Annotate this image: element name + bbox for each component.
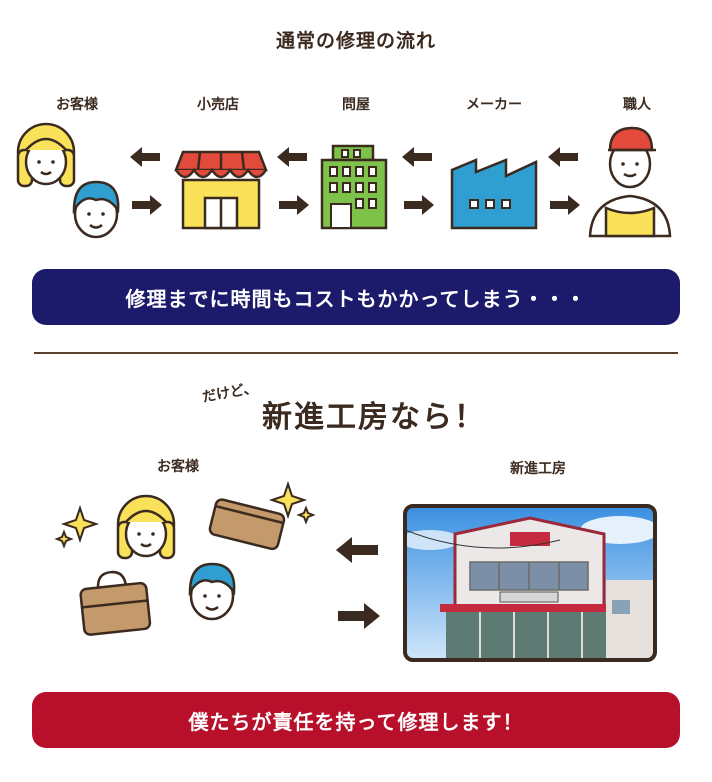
arrow-left-icon — [548, 147, 578, 167]
but-note: だけど、 — [201, 380, 259, 406]
arrow-left-icon — [402, 147, 432, 167]
flow-illustration — [16, 122, 672, 239]
arrow-right-icon — [338, 603, 380, 629]
label-wholesaler: 問屋 — [342, 97, 370, 113]
factory-icon — [450, 158, 538, 230]
wallet-icon — [208, 498, 286, 551]
direct-flow-illustration — [54, 480, 657, 662]
label-customer: お客様 — [56, 97, 98, 113]
arrow-right-icon — [404, 195, 434, 215]
section-divider — [34, 352, 678, 354]
arrow-right-icon — [279, 195, 309, 215]
section1-title: 通常の修理の流れ — [275, 30, 436, 52]
arrow-left-icon — [130, 147, 160, 167]
workshop-photo — [403, 504, 657, 662]
sparkle-icon — [268, 480, 316, 525]
label-customer-2: お客様 — [157, 459, 199, 475]
arrow-left-icon — [277, 147, 307, 167]
store-icon — [174, 150, 268, 230]
label-retailer: 小売店 — [197, 97, 239, 113]
section2-title: 新進工房なら！ — [262, 400, 486, 435]
female-customer-icon — [16, 122, 76, 188]
label-workshop: 新進工房 — [510, 461, 566, 477]
arrow-left-icon — [336, 537, 378, 563]
label-maker: メーカー — [466, 97, 522, 113]
male-customer-icon — [188, 562, 236, 621]
sparkle-icon — [54, 504, 100, 549]
cost-banner: 修理までに時間もコストもかかってしまう・・・ — [32, 269, 680, 325]
handbag-icon — [79, 570, 152, 636]
responsibility-banner: 僕たちが責任を持って修理します！ — [32, 692, 680, 748]
male-customer-icon — [72, 180, 120, 239]
arrow-right-icon — [550, 195, 580, 215]
arrow-right-icon — [132, 195, 162, 215]
label-craftsman: 職人 — [623, 97, 651, 113]
female-customer-icon — [116, 494, 176, 560]
craftsman-icon — [588, 126, 672, 238]
office-building-icon — [320, 144, 388, 230]
